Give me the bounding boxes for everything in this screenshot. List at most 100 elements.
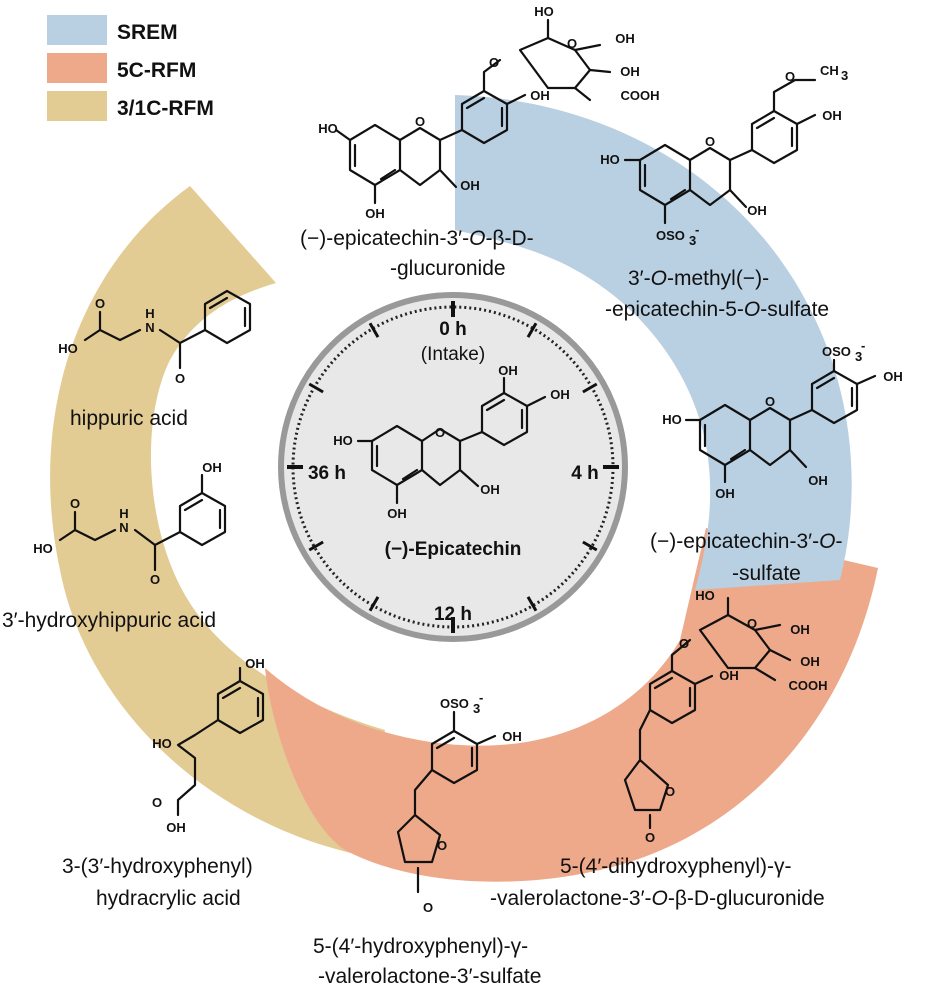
atom-label: HO [333,433,353,448]
center-compound-name: (−)-Epicatechin [385,539,522,560]
hydracrylic-structure: OH HO O OH [152,656,265,835]
atom-label: OH [620,64,640,79]
atom-label: OH [387,506,407,521]
atom-label: OH [530,88,550,103]
caption-hydroxy-sulfate-line2: -valerolactone-3′-sulfate [318,965,541,988]
atom-label: O [705,134,715,149]
atom-label: HO [58,341,78,356]
caption-hydracrylic-line1: 3-(3′-hydroxyphenyl) [62,855,253,878]
atom-label: OSO [440,696,469,711]
atom-label: O [665,784,675,799]
atom-label: OH [498,363,518,378]
atom-label: O [489,55,499,70]
atom-label: CH [820,63,839,78]
clock: 0 h (Intake) 4 h 12 h 36 h (−)-Epicatech… [278,292,628,642]
clock-label-36h: 36 h [308,463,346,484]
legend-swatch-srem [47,15,107,45]
atom-label: OH [715,486,735,501]
atom-label: O [645,830,655,845]
dihydroxy-glucuronide-structure: O OH HO O OH OH COOH O O [623,588,828,845]
atom-label: OH [790,622,810,637]
clock-tick [308,382,324,394]
atom-label: O [415,114,425,129]
atom-label: COOH [789,678,828,693]
atom-label: OH [166,820,186,835]
atom-label: OH [550,387,570,402]
atom-label: - [861,338,865,353]
band-srem [455,95,852,590]
clock-face [278,292,628,642]
atom-label: O [152,795,162,810]
atom-label: - [479,690,483,705]
legend-swatch-3-1c-rfm [47,91,107,121]
atom-label: O [70,496,80,511]
atom-label: OH [365,206,385,221]
atom-label: HO [534,4,554,19]
atom-label: O [435,425,445,440]
atom-label: HO [695,588,715,603]
hippuric-structure: N H O O HO [58,289,252,386]
clock-tick [308,540,324,552]
methyl-sulfate-structure: O O CH 3 OH HO OH OSO 3 - [600,63,848,248]
atom-label: O [175,371,185,386]
caption-sulfate-line2: -sulfate [732,562,801,585]
clock-label-0h: 0 h [439,319,466,340]
atom-label: OH [800,654,820,669]
caption-hydroxyhippuric: 3′-hydroxyhippuric acid [2,609,216,632]
atom-label: OSO [822,344,851,359]
atom-label: COOH [621,88,660,103]
atom-label: N [119,520,128,535]
clock-tick [526,596,538,612]
caption-glucuronide-line2: -glucuronide [390,257,506,280]
atom-label: O [437,838,447,853]
atom-label: O [150,572,160,587]
atom-label: O [785,69,795,84]
band-3-1c-rfm [50,186,385,855]
epicatechin-structure: O HO OH OH OH OH [333,363,570,521]
hydroxy-sulfate-structure: OSO 3 - OH O O [396,690,522,915]
atom-label: O [567,36,577,51]
legend: SREM 5C-RFM 3/1C-RFM [47,15,214,121]
caption-methyl-sulfate-line2: -epicatechin-5-O-sulfate [605,298,829,321]
atom-label: HO [152,736,172,751]
atom-label: 3 [855,349,862,364]
atom-label: O [765,394,775,409]
atom-label: 3 [841,68,848,83]
atom-label: OH [822,108,842,123]
caption-hydracrylic-line2: hydracrylic acid [96,887,241,910]
atom-label: H [119,506,128,521]
atom-label: O [679,636,689,651]
atom-label: O [95,296,105,311]
legend-label-5c-rfm: 5C-RFM [117,59,196,82]
atom-label: OH [719,668,739,683]
clock-tick [582,382,598,394]
clock-label-12h: 12 h [434,604,472,625]
legend-label-3-1c-rfm: 3/1C-RFM [117,97,214,120]
clock-tick [526,322,538,338]
caption-hippuric: hippuric acid [70,407,188,430]
atom-label: OH [245,656,265,671]
atom-label: O [423,900,433,915]
atom-label: 3 [689,233,696,248]
caption-dihydroxy-line2: -valerolactone-3′-O-β-D-glucuronide [490,887,825,910]
hydroxyhippuric-structure: OH N H O O HO [33,460,227,587]
clock-tick [582,540,598,552]
atom-label: OH [883,369,903,384]
atom-label: HO [318,121,338,136]
clock-tick [368,322,380,338]
atom-label: OH [480,482,500,497]
atom-label: 3 [473,701,480,716]
atom-label: OH [615,31,635,46]
atom-label: OH [502,729,522,744]
atom-label: H [145,306,154,321]
legend-swatch-5c-rfm [47,53,107,83]
atom-label: O [747,616,757,631]
compound-captions: (−)-epicatechin-3′-O-β-D- -glucuronide 3… [2,227,842,988]
caption-dihydroxy-line1: 5-(4′-dihydroxyphenyl)-γ- [560,855,792,878]
sulfate-structure: O OSO 3 - OH HO OH OH [662,338,903,501]
legend-label-srem: SREM [117,21,178,44]
atom-label: HO [600,152,620,167]
clock-ticks [287,301,619,633]
atom-label: OSO [656,228,685,243]
